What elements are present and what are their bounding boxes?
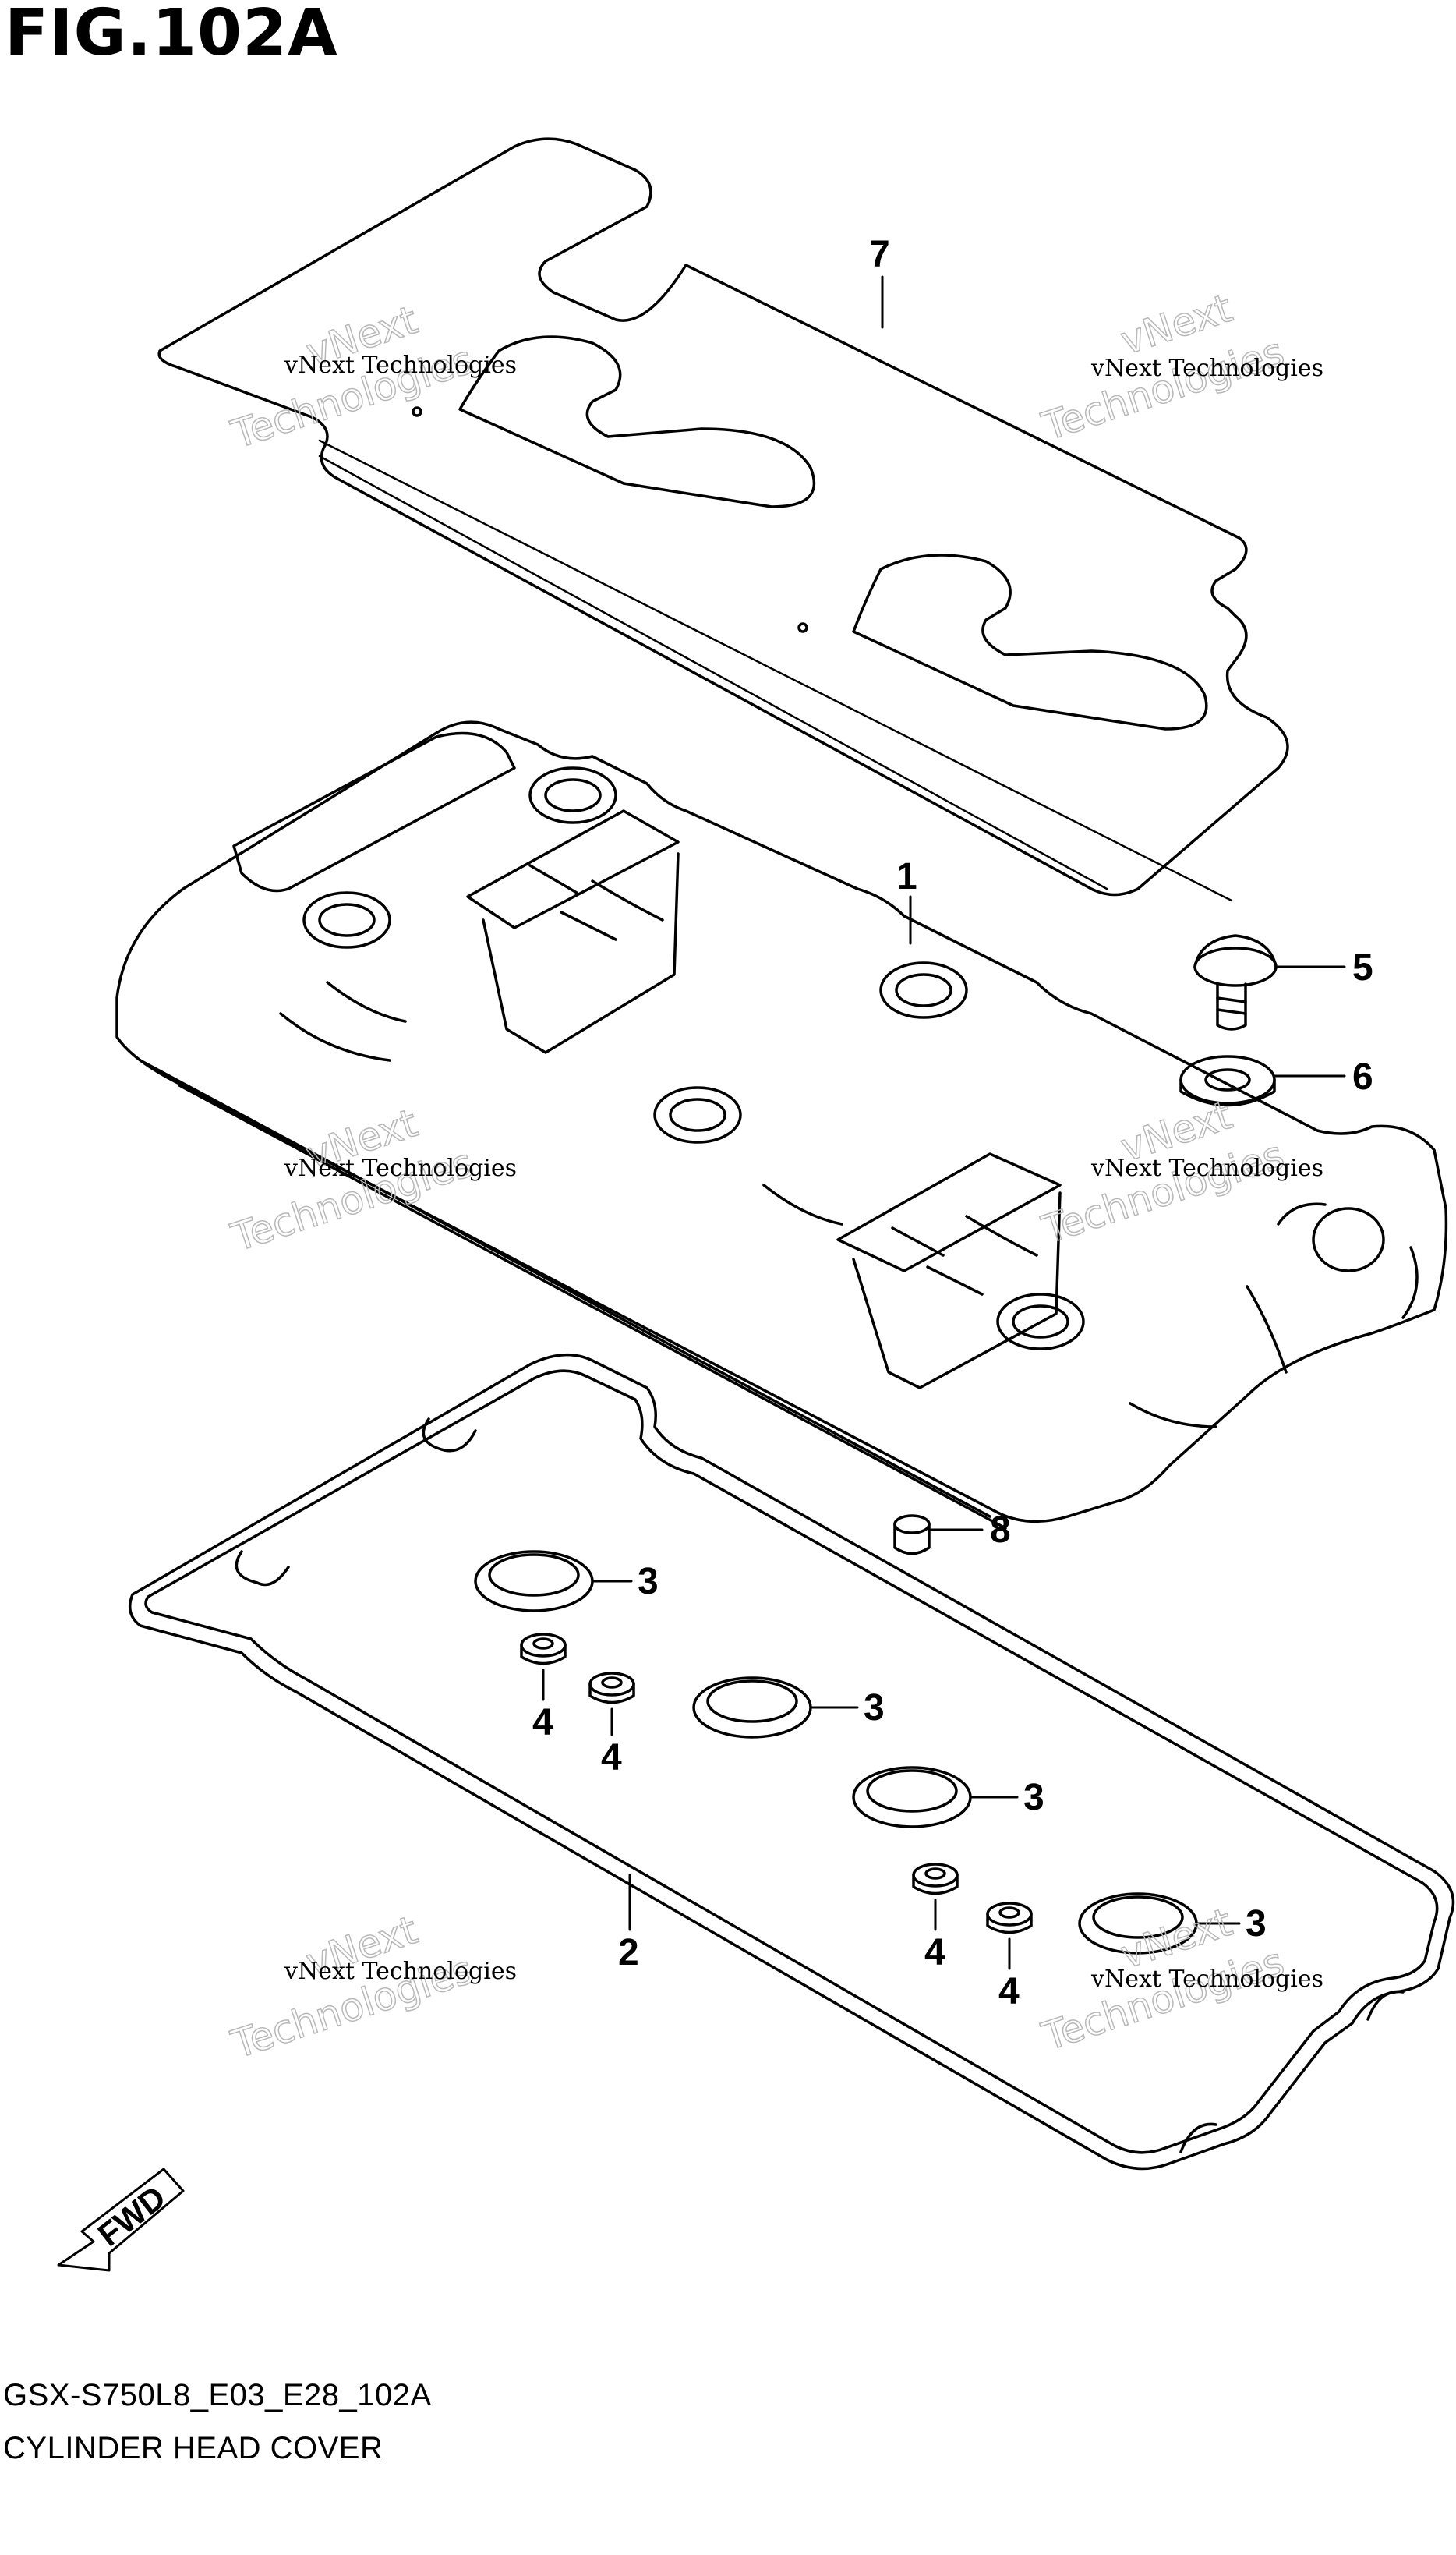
part-group-name: CYLINDER HEAD COVER (3, 2431, 383, 2465)
part-1-cylinder-head-cover (115, 720, 1448, 1530)
part-5-bolt (1193, 934, 1278, 1031)
watermarks: Technologies vNext vNext Technologies Te… (225, 285, 1323, 2068)
watermark-company: vNext Technologies (1090, 1155, 1323, 1182)
part-4-grommets (520, 1633, 1033, 1934)
callout-2: 2 (618, 1932, 639, 1973)
watermark-company: vNext Technologies (1090, 355, 1323, 382)
figure-title: FIG.102A (5, 0, 338, 70)
part-7-cover-plate (157, 137, 1289, 902)
model-code: GSX-S750L8_E03_E28_102A (3, 2378, 432, 2412)
watermark-company: vNext Technologies (284, 352, 517, 379)
watermark-company: vNext Technologies (284, 1958, 517, 1985)
callout-5: 5 (1352, 947, 1373, 989)
part-2-gasket (128, 1353, 1455, 2171)
part-6-washer (1179, 1055, 1276, 1107)
callout-4-d: 4 (998, 1971, 1020, 2012)
callout-3-a: 3 (638, 1561, 659, 1602)
callout-4-c: 4 (924, 1932, 945, 1973)
callout-4-b: 4 (601, 1737, 622, 1778)
fwd-label: FWD (91, 2178, 172, 2253)
watermark-company: vNext Technologies (284, 1155, 517, 1182)
callout-8: 8 (990, 1509, 1011, 1551)
part-3-seals (474, 1550, 1198, 1955)
callout-3-d: 3 (1246, 1903, 1267, 1945)
callout-3-c: 3 (1023, 1777, 1044, 1818)
watermark-company: vNext Technologies (1090, 1966, 1323, 1993)
callout-4-a: 4 (532, 1702, 553, 1743)
callout-1: 1 (896, 856, 917, 897)
callout-3-b: 3 (864, 1687, 885, 1729)
fwd-arrow (57, 2168, 185, 2272)
leader-lines (542, 275, 1346, 1970)
part-8-dowel (893, 1514, 931, 1555)
callout-6: 6 (1352, 1056, 1373, 1098)
callout-7: 7 (869, 234, 890, 275)
